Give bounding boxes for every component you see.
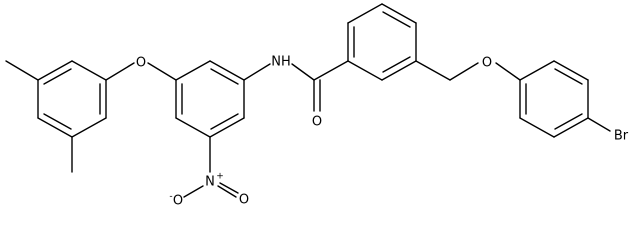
nitro-group [183, 136, 239, 198]
atom-br: Br [614, 129, 629, 144]
atom-o-ether-left: O [136, 56, 146, 71]
atom-o-nitro-minus: O [173, 194, 183, 209]
atom-o-carbonyl: O [312, 115, 322, 130]
nitro-charge-minus: - [169, 192, 172, 202]
bromine-bond [587, 117, 611, 132]
ring-dimethylphenyl [37, 60, 107, 138]
ring-benzamide [347, 3, 417, 81]
methyl-groups [5, 60, 73, 173]
amide-linkage [243, 60, 349, 112]
atom-nh: NH [271, 55, 291, 70]
atom-o-nitro: O [239, 193, 249, 208]
atom-o-ether-right: O [482, 56, 492, 71]
ether-linkage-left [105, 62, 177, 81]
atom-n-nitro: N [205, 175, 215, 190]
structure-canvas: O NH O O N + O - O Br [5, 3, 629, 209]
molecule-drawing: O NH O O N + O - O Br [5, 3, 629, 209]
ring-bromophenyl [519, 60, 589, 138]
ring-central [175, 60, 245, 138]
nitro-charge-plus: + [216, 172, 224, 182]
methyleneoxy-linkage [415, 60, 521, 81]
